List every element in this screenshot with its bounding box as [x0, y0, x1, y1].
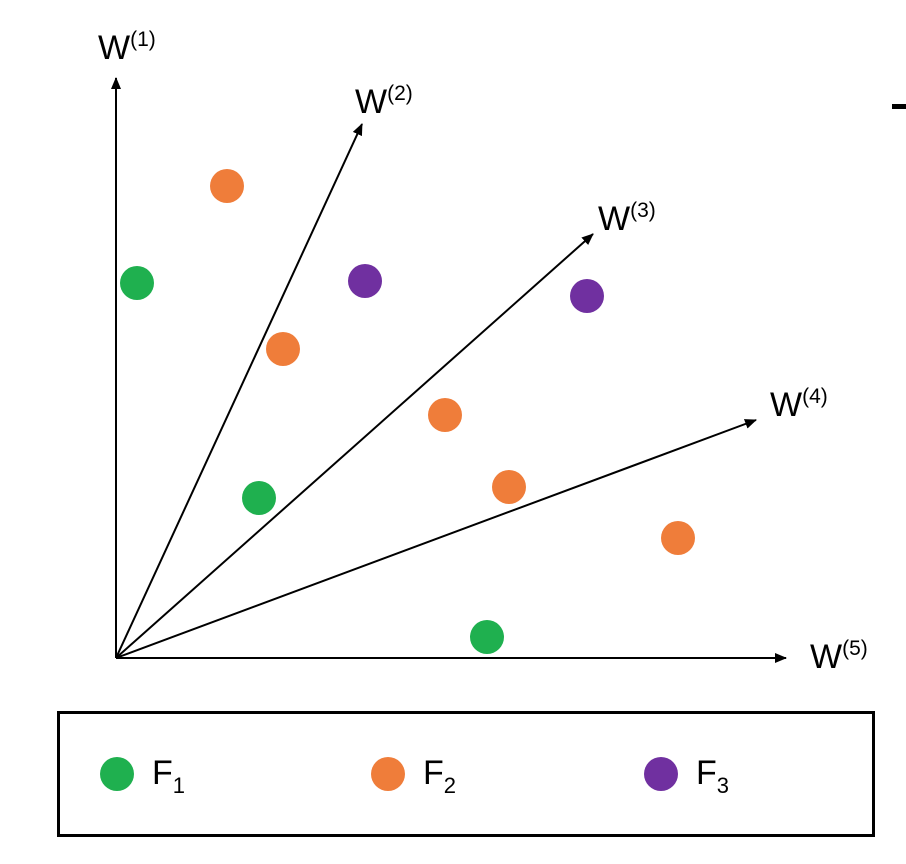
- axis-w2: [115, 123, 363, 659]
- data-point: [492, 470, 526, 504]
- data-point: [120, 266, 154, 300]
- legend-label-f3: F3: [696, 756, 729, 797]
- axis-w3: [115, 233, 594, 659]
- axis-w4: [115, 419, 757, 659]
- axis-label-w1: W(1): [98, 28, 156, 67]
- axis-label-w5-base: W: [810, 638, 842, 676]
- axis-label-w3-sup: (3): [630, 199, 656, 222]
- legend-label-f1: F1: [152, 756, 185, 797]
- legend-label-f1-base: F: [152, 753, 173, 792]
- axis-label-w2-base: W: [355, 83, 387, 121]
- legend-item-f3: F3: [644, 714, 729, 834]
- legend-label-f3-base: F: [696, 753, 717, 792]
- axis-label-w1-sup: (1): [130, 28, 156, 51]
- data-point: [242, 481, 276, 515]
- legend-item-f1: F1: [100, 714, 185, 834]
- legend-dot-f1: [100, 757, 134, 791]
- axis-label-w2: W(2): [355, 82, 413, 121]
- legend-label-f2-base: F: [423, 753, 444, 792]
- axis-label-w2-sup: (2): [387, 82, 413, 105]
- data-point: [661, 521, 695, 555]
- axis-label-w4-sup: (4): [802, 385, 828, 408]
- legend: F1 F2 F3: [57, 711, 875, 837]
- data-point: [470, 620, 504, 654]
- axis-label-w1-base: W: [98, 29, 130, 67]
- axis-label-w4: W(4): [770, 385, 828, 424]
- data-point: [570, 279, 604, 313]
- axis-label-w3: W(3): [598, 199, 656, 238]
- axis-label-w3-base: W: [598, 200, 630, 238]
- legend-label-f3-sub: 3: [716, 772, 730, 798]
- legend-item-f2: F2: [371, 714, 456, 834]
- data-point: [348, 264, 382, 298]
- legend-label-f1-sub: 1: [172, 772, 186, 798]
- data-point: [428, 398, 462, 432]
- legend-dot-f3: [644, 757, 678, 791]
- axis-label-w5: W(5): [810, 637, 868, 676]
- data-point: [210, 169, 244, 203]
- axis-label-w5-sup: (5): [842, 637, 868, 660]
- data-point: [266, 332, 300, 366]
- legend-label-f2-sub: 2: [443, 772, 457, 798]
- cropped-dash-mark: [892, 104, 906, 109]
- legend-dot-f2: [371, 757, 405, 791]
- legend-label-f2: F2: [423, 756, 456, 797]
- axis-label-w4-base: W: [770, 386, 802, 424]
